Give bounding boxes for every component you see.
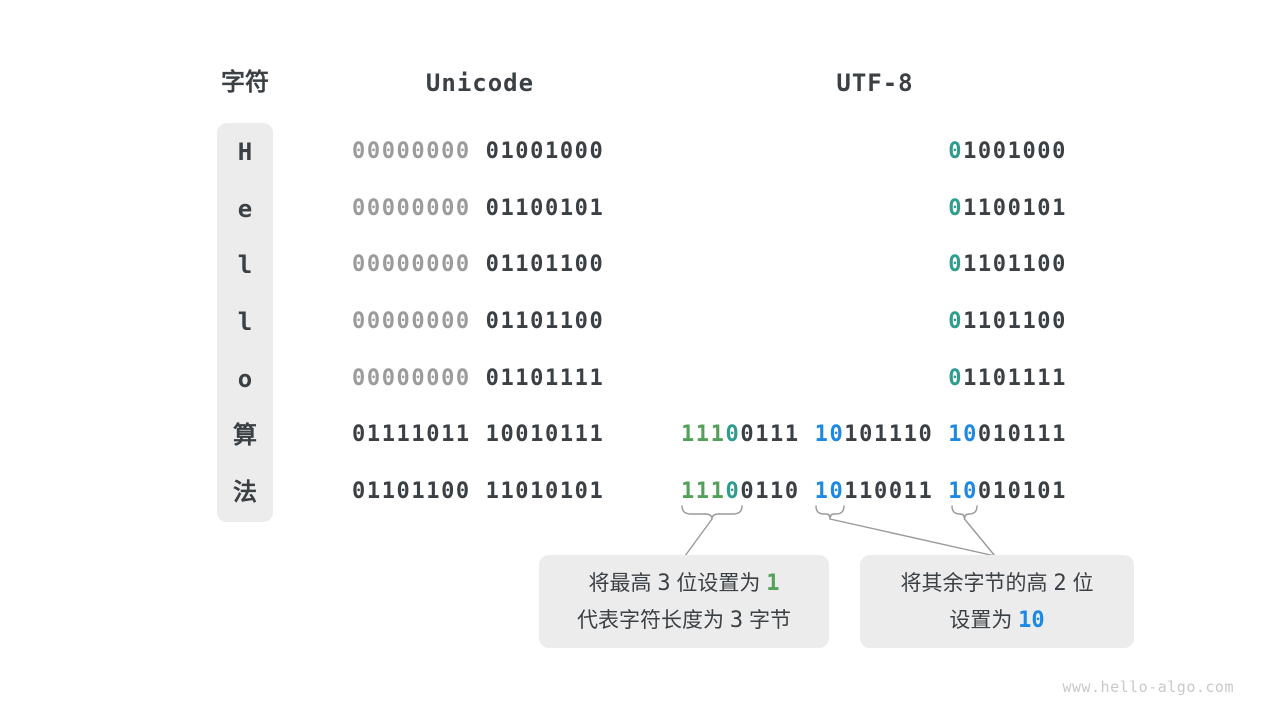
leader-line-note1 (684, 518, 713, 557)
utf8-bits: 01101100 (948, 252, 1067, 278)
character-cell: 法 (233, 478, 257, 507)
column-header-utf8: UTF-8 (836, 69, 914, 97)
annotation-high-bits: 将最高 3 位设置为 1 代表字符长度为 3 字节 (539, 555, 829, 648)
leader-line-note2b (963, 518, 996, 557)
character-cell: 算 (233, 421, 257, 450)
character-cell: l (237, 251, 253, 280)
underbrace-byte2-prefix (815, 505, 845, 520)
utf8-bits: 11100111 10101110 10010111 (680, 422, 1067, 448)
unicode-bits: 00000000 01001000 (352, 139, 605, 164)
annotation-line: 将其余字节的高 2 位 (900, 570, 1094, 596)
unicode-bits: 00000000 01101111 (352, 365, 605, 391)
unicode-bits: 01101100 11010101 (352, 479, 605, 505)
annotation-line: 设置为 10 (949, 607, 1045, 633)
utf8-bits: 01101100 (948, 309, 1067, 334)
unicode-bits: 00000000 01100101 (352, 195, 605, 221)
column-header-unicode: Unicode (425, 69, 535, 97)
underbrace-high-bits (681, 505, 743, 520)
utf8-bits: 01101111 (948, 365, 1067, 391)
unicode-bits: 01111011 10010111 (352, 422, 605, 448)
character-cell: H (237, 138, 253, 166)
utf8-bits: 01001000 (948, 139, 1067, 164)
character-column-background (217, 123, 273, 522)
annotation-continuation-bits: 将其余字节的高 2 位 设置为 10 (860, 555, 1134, 648)
underbrace-byte3-prefix (951, 505, 978, 520)
character-cell: o (237, 364, 253, 393)
utf8-bits: 11100110 10110011 10010101 (680, 479, 1067, 505)
unicode-bits: 00000000 01101100 (352, 252, 605, 278)
character-cell: l (237, 308, 253, 336)
character-cell: e (237, 194, 253, 223)
column-header-character: 字符 (221, 69, 269, 96)
site-watermark: www.hello-algo.com (1062, 678, 1234, 696)
annotation-line: 将最高 3 位设置为 1 (588, 570, 780, 596)
annotation-line: 代表字符长度为 3 字节 (577, 607, 791, 633)
unicode-bits: 00000000 01101100 (352, 309, 605, 334)
utf8-bits: 01100101 (948, 195, 1067, 221)
leader-line-note2a (829, 518, 996, 557)
